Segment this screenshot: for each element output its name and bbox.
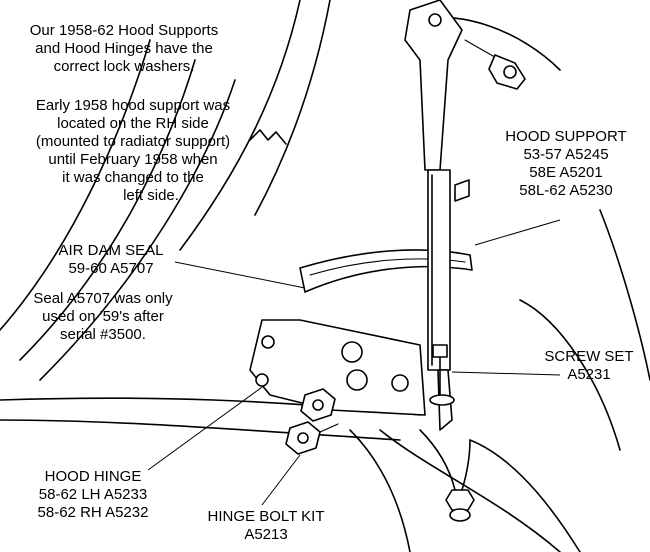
part-title: SCREW SET — [544, 348, 634, 365]
hinge-bolts — [285, 388, 339, 455]
label-screw-set: SCREW SET A5231 — [530, 348, 648, 384]
note-line: Early 1958 hood support was — [35, 97, 231, 114]
note-early-1958: Early 1958 hood support was located on t… — [2, 97, 264, 205]
label-hinge-bolt-kit: HINGE BOLT KIT A5213 — [184, 508, 348, 544]
note-line: used on '59's after — [42, 308, 164, 325]
note-line: located on the RH side — [57, 115, 209, 132]
part-number: 58E A5201 — [529, 164, 603, 181]
part-title: HOOD SUPPORT — [505, 128, 627, 145]
label-hood-hinge: HOOD HINGE 58-62 LH A5233 58-62 RH A5232 — [12, 468, 174, 522]
part-title: HOOD HINGE — [44, 468, 142, 485]
part-number: 59-60 A5707 — [68, 260, 154, 277]
note-line: Seal A5707 was only — [33, 290, 173, 307]
top-bolt — [464, 39, 526, 90]
part-number: A5231 — [567, 366, 611, 383]
leader-lines — [147, 219, 561, 506]
label-air-dam-seal: AIR DAM SEAL 59-60 A5707 — [32, 242, 190, 278]
screw-set — [419, 344, 475, 522]
note-line: until February 1958 when — [48, 151, 218, 168]
part-number: 58-62 LH A5233 — [38, 486, 148, 503]
hood-support-rod — [404, 0, 470, 431]
note-line: and Hood Hinges have the — [35, 40, 213, 57]
part-title: AIR DAM SEAL — [58, 242, 164, 259]
note-line: it was changed to the — [62, 169, 204, 186]
part-number: A5213 — [244, 526, 288, 543]
note-line: serial #3500. — [60, 326, 146, 343]
part-title: HINGE BOLT KIT — [207, 508, 325, 525]
part-number: 58-62 RH A5232 — [37, 504, 149, 521]
note-line: (mounted to radiator support) — [35, 133, 231, 150]
note-line: correct lock washers. — [53, 58, 195, 75]
part-number: 58L-62 A5230 — [519, 182, 613, 199]
note-seal: Seal A5707 was only used on '59's after … — [8, 290, 198, 344]
part-number: 53-57 A5245 — [523, 146, 609, 163]
note-line: Our 1958-62 Hood Supports — [29, 22, 219, 39]
label-hood-support: HOOD SUPPORT 53-57 A5245 58E A5201 58L-6… — [486, 128, 646, 200]
hood-hinge — [249, 319, 426, 416]
note-lock-washers: Our 1958-62 Hood Supports and Hood Hinge… — [8, 22, 240, 76]
note-line: left side. — [123, 187, 179, 204]
